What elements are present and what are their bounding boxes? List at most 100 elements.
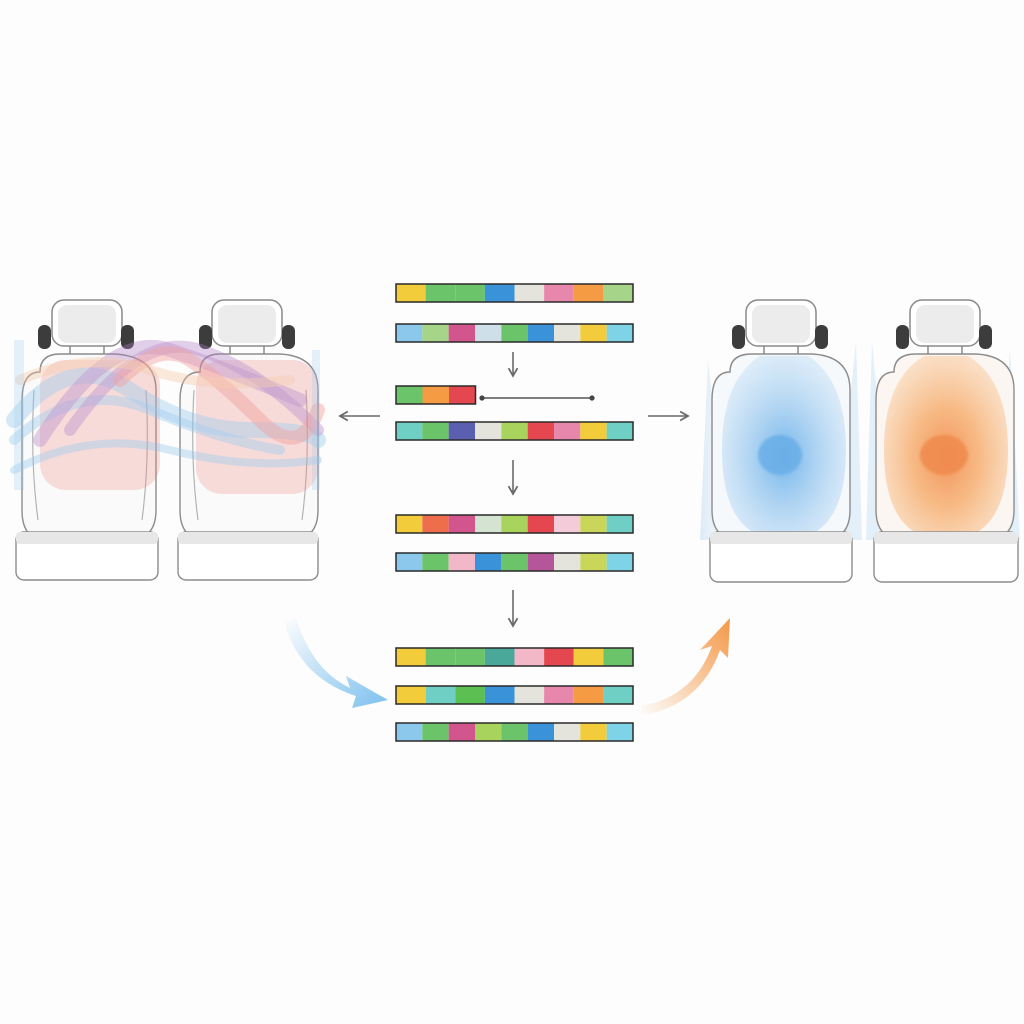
- bar-outline: [395, 722, 634, 742]
- bar-segment: [603, 284, 633, 302]
- bar-segment: [514, 284, 545, 302]
- seat-right-2: [866, 299, 1020, 583]
- bar-segment: [527, 515, 554, 533]
- bar-segment: [527, 553, 554, 571]
- bar-segment: [606, 515, 633, 533]
- bar-segment: [554, 723, 581, 741]
- bar-outline: [395, 283, 634, 303]
- bar-segment: [475, 553, 502, 571]
- bar-segment: [422, 723, 449, 741]
- headrest-speaker-icon: [732, 325, 745, 349]
- bar-segment: [396, 422, 423, 440]
- bar-segment: [422, 422, 449, 440]
- bar-segment: [606, 324, 633, 342]
- bar-segment: [544, 284, 574, 302]
- bar-segment: [603, 686, 633, 704]
- bar-segment: [455, 284, 485, 302]
- bar-outline: [395, 514, 634, 534]
- headrest-speaker-icon: [38, 325, 51, 349]
- data-bar: [395, 421, 634, 441]
- sound-wave: [33, 339, 307, 447]
- bar-segment: [580, 515, 607, 533]
- sound-wave-overlay: [6, 339, 326, 494]
- data-bar: [395, 685, 634, 705]
- sound-wave: [6, 367, 326, 448]
- bar-outline: [395, 385, 477, 405]
- bar-segment: [580, 723, 607, 741]
- flow-arrows: [338, 352, 690, 628]
- bar-segment: [484, 686, 515, 704]
- curved-output-arrow-icon: [640, 618, 730, 716]
- bar-segment: [396, 324, 423, 342]
- bar-segment: [501, 515, 528, 533]
- bar-segment: [422, 386, 449, 404]
- pressure-zone: [40, 360, 160, 490]
- bar-outline: [395, 685, 634, 705]
- bar-segment: [606, 723, 633, 741]
- bar-segment: [396, 515, 423, 533]
- bar-segment: [606, 553, 633, 571]
- seat-backrest: [21, 353, 157, 541]
- headrest-speaker-icon: [121, 325, 134, 349]
- bar-segment: [514, 648, 545, 666]
- bar-segment: [425, 648, 456, 666]
- right-seats-group: [700, 299, 1020, 583]
- bar-segment: [544, 648, 574, 666]
- bar-segment: [448, 553, 475, 571]
- data-bar: [395, 323, 634, 343]
- bar-segment: [501, 723, 528, 741]
- data-bars-group: [395, 283, 634, 742]
- bar-segment: [573, 284, 604, 302]
- bar-segment: [544, 686, 574, 704]
- connector-line: [479, 395, 595, 401]
- bar-segment: [527, 723, 554, 741]
- sound-wave: [15, 357, 295, 389]
- bar-segment: [449, 386, 476, 404]
- bar-segment: [455, 686, 485, 704]
- bar-segment: [448, 515, 475, 533]
- bar-outline: [395, 647, 634, 667]
- headrest-speaker-icon: [896, 325, 909, 349]
- data-bar: [395, 283, 634, 303]
- seat-left-1: [15, 299, 159, 581]
- bar-segment: [422, 515, 449, 533]
- bar-segment: [484, 284, 515, 302]
- bar-segment: [580, 553, 607, 571]
- sound-wave: [113, 346, 325, 445]
- bar-outline: [395, 323, 634, 343]
- bar-segment: [448, 422, 475, 440]
- bar-segment: [475, 723, 502, 741]
- headrest-speaker-icon: [979, 325, 992, 349]
- bar-outline: [395, 552, 634, 572]
- sound-wave: [10, 439, 322, 474]
- bar-segment: [527, 324, 554, 342]
- bar-segment: [527, 422, 554, 440]
- bar-segment: [448, 723, 475, 741]
- data-bar: [395, 647, 634, 667]
- data-bar: [395, 722, 634, 742]
- sound-wave: [9, 395, 285, 455]
- pressure-zone: [196, 360, 318, 494]
- bar-segment: [396, 284, 426, 302]
- bar-segment: [554, 324, 581, 342]
- bar-segment: [573, 648, 604, 666]
- headrest-speaker-icon: [282, 325, 295, 349]
- bar-segment: [554, 515, 581, 533]
- bar-segment: [501, 324, 528, 342]
- sound-wave: [64, 340, 324, 436]
- bar-outline: [395, 421, 634, 441]
- bar-segment: [396, 386, 423, 404]
- bar-segment: [501, 553, 528, 571]
- bar-segment: [396, 648, 426, 666]
- bar-segment: [580, 324, 607, 342]
- data-bar: [395, 514, 634, 534]
- bar-segment: [422, 553, 449, 571]
- bar-segment: [603, 648, 633, 666]
- side-glow: [312, 350, 320, 490]
- bar-segment: [514, 686, 545, 704]
- bar-segment: [554, 553, 581, 571]
- left-seats-group: [6, 299, 326, 581]
- headrest-speaker-icon: [815, 325, 828, 349]
